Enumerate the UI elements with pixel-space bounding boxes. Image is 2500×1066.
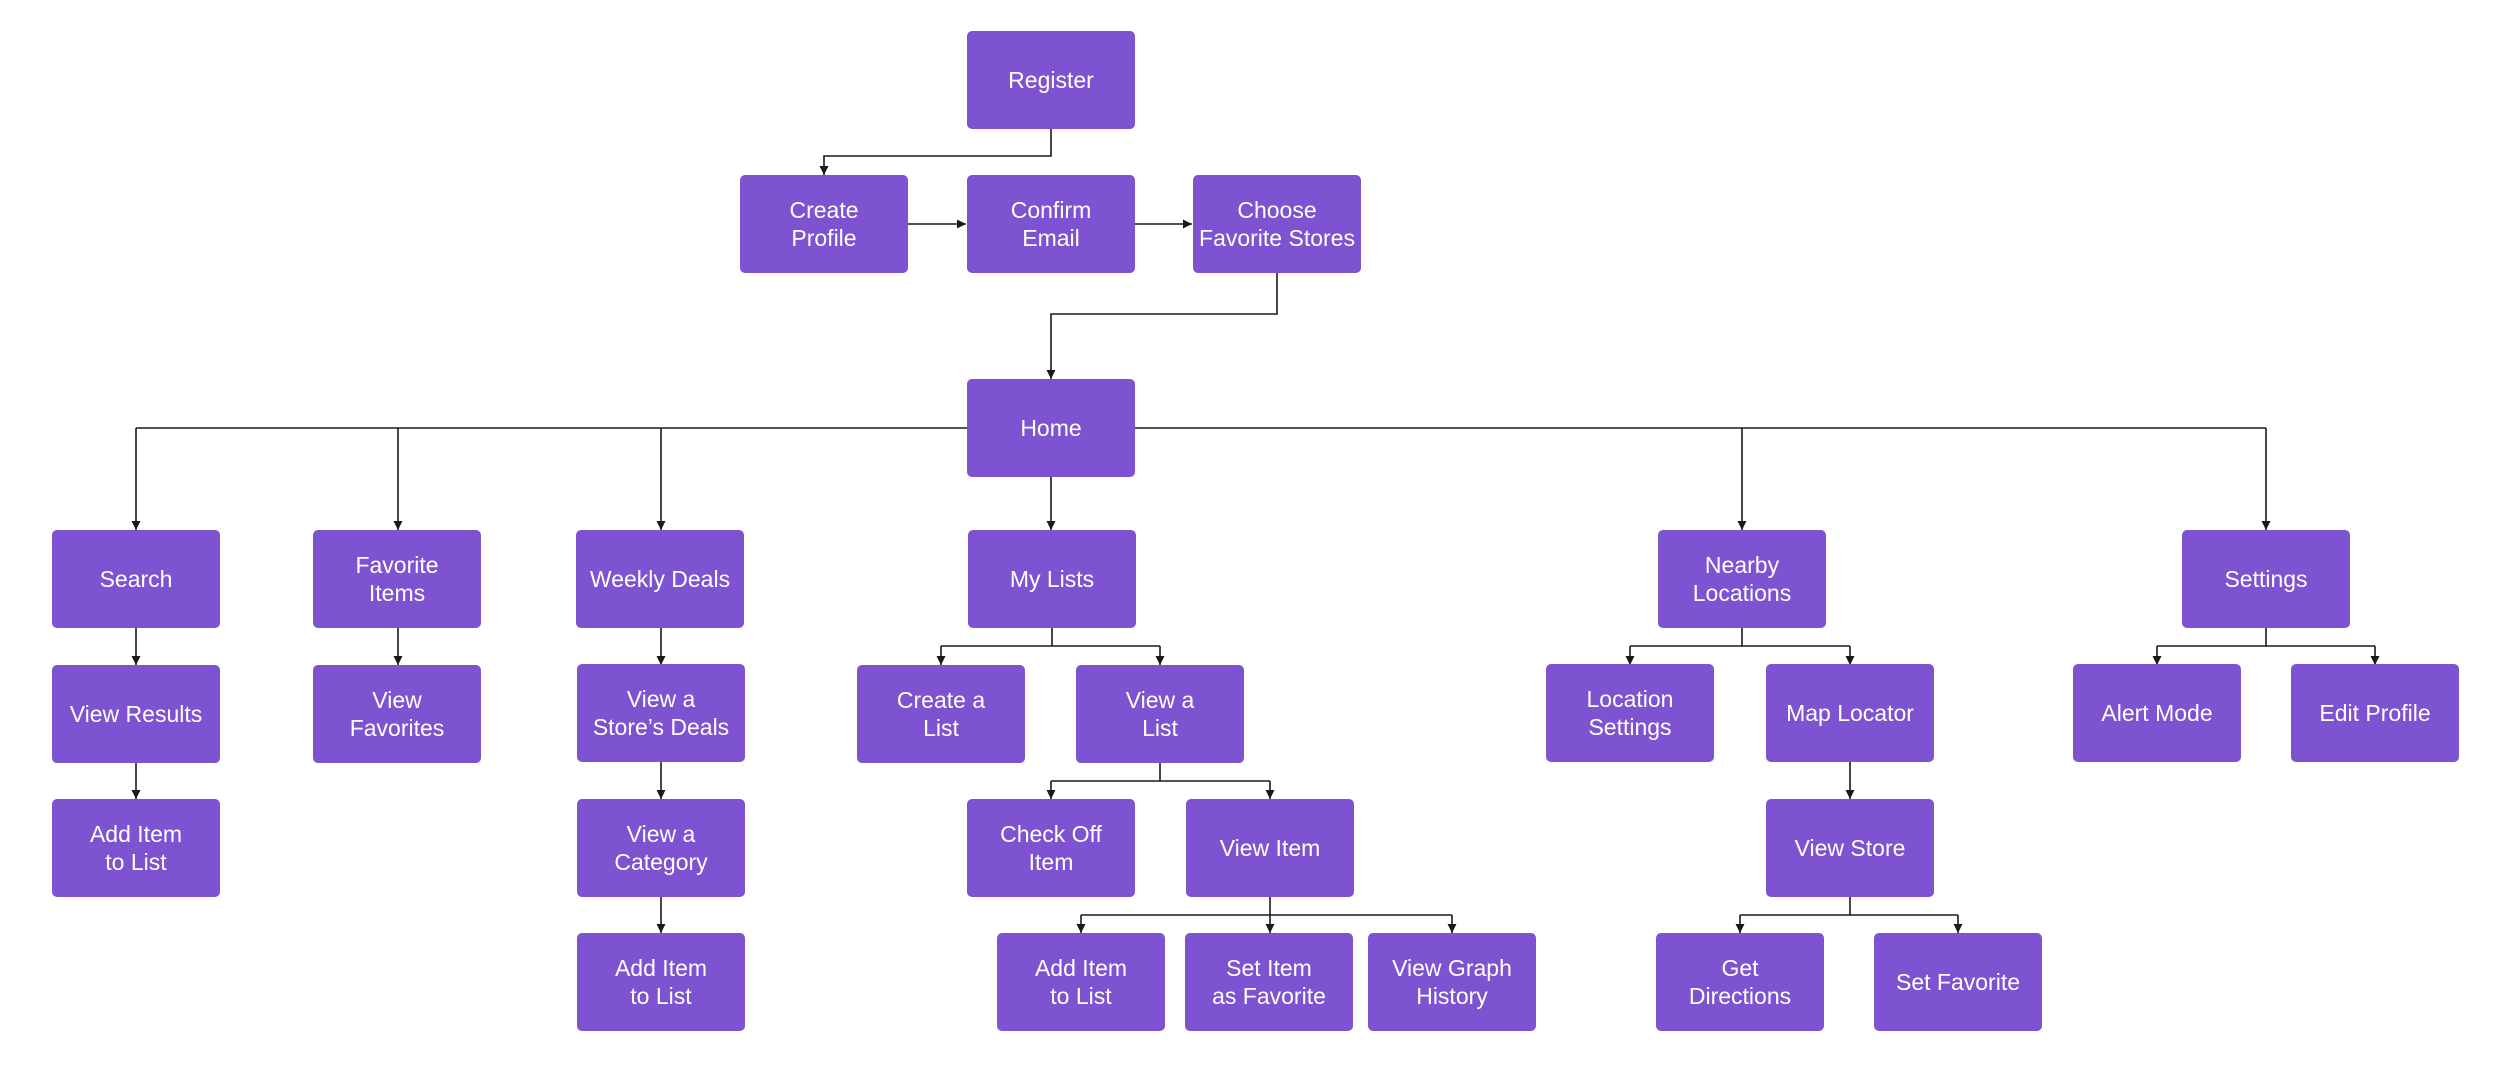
node-register-label: Register <box>1008 67 1094 93</box>
node-create-profile[interactable]: Create Profile <box>740 175 908 273</box>
node-edit-profile[interactable]: Edit Profile <box>2291 664 2459 762</box>
node-weekly-deals[interactable]: Weekly Deals <box>576 530 744 628</box>
node-view-favorites[interactable]: View Favorites <box>313 665 481 763</box>
node-create-list[interactable]: Create a List <box>857 665 1025 763</box>
node-add-item-to-list-lists-label: Add Item to List <box>1034 955 1128 1009</box>
node-get-directions[interactable]: Get Directions <box>1656 933 1824 1031</box>
node-favorite-items-label: Favorite Items <box>355 552 439 606</box>
node-view-store-label: View Store <box>1794 835 1906 861</box>
node-view-store-deals-label: View a Store’s Deals <box>592 686 730 740</box>
node-nearby-locations[interactable]: Nearby Locations <box>1658 530 1826 628</box>
node-create-list-label: Create a List <box>896 687 986 741</box>
node-add-item-to-list-search-label: Add Item to List <box>89 821 183 875</box>
node-search-label: Search <box>99 566 173 592</box>
node-nearby-locations-label: Nearby Locations <box>1692 552 1792 606</box>
node-map-locator-label: Map Locator <box>1786 700 1914 726</box>
node-get-directions-label: Get Directions <box>1688 955 1792 1009</box>
node-search[interactable]: Search <box>52 530 220 628</box>
node-home[interactable]: Home <box>967 379 1135 477</box>
node-register[interactable]: Register <box>967 31 1135 129</box>
node-edit-profile-label: Edit Profile <box>2319 700 2431 726</box>
node-home-label: Home <box>1020 415 1082 441</box>
node-view-graph-history-label: View Graph History <box>1392 955 1512 1009</box>
node-settings-label: Settings <box>2224 566 2308 592</box>
node-view-graph-history[interactable]: View Graph History <box>1368 933 1536 1031</box>
node-check-off-item[interactable]: Check Off Item <box>967 799 1135 897</box>
node-set-item-as-favorite[interactable]: Set Item as Favorite <box>1185 933 1353 1031</box>
node-my-lists[interactable]: My Lists <box>968 530 1136 628</box>
node-choose-favorite-stores[interactable]: Choose Favorite Stores <box>1193 175 1361 273</box>
node-create-profile-label: Create Profile <box>789 197 859 251</box>
node-map-locator[interactable]: Map Locator <box>1766 664 1934 762</box>
node-view-item-label: View Item <box>1219 835 1321 861</box>
node-alert-mode-label: Alert Mode <box>2101 700 2213 726</box>
node-alert-mode[interactable]: Alert Mode <box>2073 664 2241 762</box>
node-location-settings-label: Location Settings <box>1586 686 1674 740</box>
node-set-item-as-favorite-label: Set Item as Favorite <box>1212 955 1326 1009</box>
node-confirm-email[interactable]: Confirm Email <box>967 175 1135 273</box>
node-view-list-label: View a List <box>1125 687 1195 741</box>
node-view-store[interactable]: View Store <box>1766 799 1934 897</box>
node-choose-favorite-stores-label: Choose Favorite Stores <box>1199 197 1355 251</box>
node-location-settings[interactable]: Location Settings <box>1546 664 1714 762</box>
node-view-results-label: View Results <box>69 701 203 727</box>
node-view-favorites-label: View Favorites <box>349 687 445 741</box>
node-settings[interactable]: Settings <box>2182 530 2350 628</box>
node-weekly-deals-label: Weekly Deals <box>589 566 731 592</box>
node-check-off-item-label: Check Off Item <box>1000 821 1102 875</box>
node-view-item[interactable]: View Item <box>1186 799 1354 897</box>
node-add-item-to-list-search[interactable]: Add Item to List <box>52 799 220 897</box>
node-view-category[interactable]: View a Category <box>577 799 745 897</box>
node-confirm-email-label: Confirm Email <box>1010 197 1092 251</box>
node-set-favorite-label: Set Favorite <box>1896 969 2020 995</box>
node-add-item-to-list-deals[interactable]: Add Item to List <box>577 933 745 1031</box>
node-my-lists-label: My Lists <box>1009 566 1095 592</box>
node-favorite-items[interactable]: Favorite Items <box>313 530 481 628</box>
connector-register-to-create-profile <box>819 129 1052 175</box>
node-view-category-label: View a Category <box>614 821 708 875</box>
node-add-item-to-list-deals-label: Add Item to List <box>614 955 708 1009</box>
connector-choose-stores-to-home <box>1046 273 1278 379</box>
node-set-favorite[interactable]: Set Favorite <box>1874 933 2042 1031</box>
node-view-list[interactable]: View a List <box>1076 665 1244 763</box>
node-view-results[interactable]: View Results <box>52 665 220 763</box>
node-add-item-to-list-lists[interactable]: Add Item to List <box>997 933 1165 1031</box>
node-view-store-deals[interactable]: View a Store’s Deals <box>577 664 745 762</box>
